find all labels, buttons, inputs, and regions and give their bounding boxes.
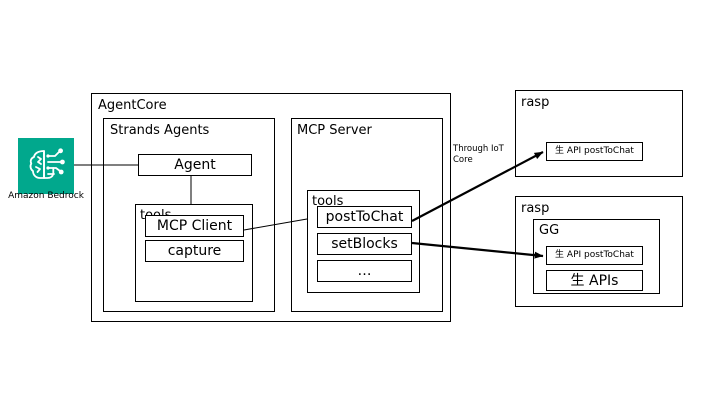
rasp-bottom-label: rasp: [521, 201, 550, 216]
connector-bedrock-to-agent: [74, 164, 138, 166]
mcp-server-tools-container: [307, 190, 420, 293]
rasp-top-api-post-to-chat-node[interactable]: 生 API postToChat: [546, 142, 643, 161]
connector-agent-to-tools: [190, 176, 192, 204]
agent-node[interactable]: Agent: [138, 154, 252, 176]
rasp-top-label: rasp: [521, 95, 550, 110]
more-tools-node[interactable]: …: [317, 260, 412, 282]
gg-label: GG: [539, 223, 560, 238]
capture-node[interactable]: capture: [145, 240, 244, 262]
amazon-bedrock-label: Amazon Bedrock: [8, 191, 84, 201]
strands-agents-container: [103, 118, 275, 312]
edge-label-line1: Through IoT: [453, 144, 504, 154]
set-blocks-node[interactable]: setBlocks: [317, 233, 412, 255]
strands-tools-container: [135, 204, 253, 302]
gg-apis-node[interactable]: 生 APIs: [546, 270, 643, 291]
mcp-server-tools-label: tools: [312, 194, 344, 209]
mcp-client-node[interactable]: MCP Client: [145, 215, 244, 237]
agentcore-label: AgentCore: [98, 98, 167, 113]
edge-label-line2: Core: [453, 154, 473, 165]
post-to-chat-node[interactable]: postToChat: [317, 206, 412, 228]
edge-label-through-iot-core: Through IoT Core: [453, 144, 504, 165]
amazon-bedrock-icon: [18, 138, 74, 194]
rasp-top-container: [515, 90, 683, 177]
mcp-server-label: MCP Server: [297, 123, 372, 138]
gg-api-post-to-chat-node[interactable]: 生 API postToChat: [546, 246, 643, 265]
strands-agents-label: Strands Agents: [110, 123, 210, 138]
